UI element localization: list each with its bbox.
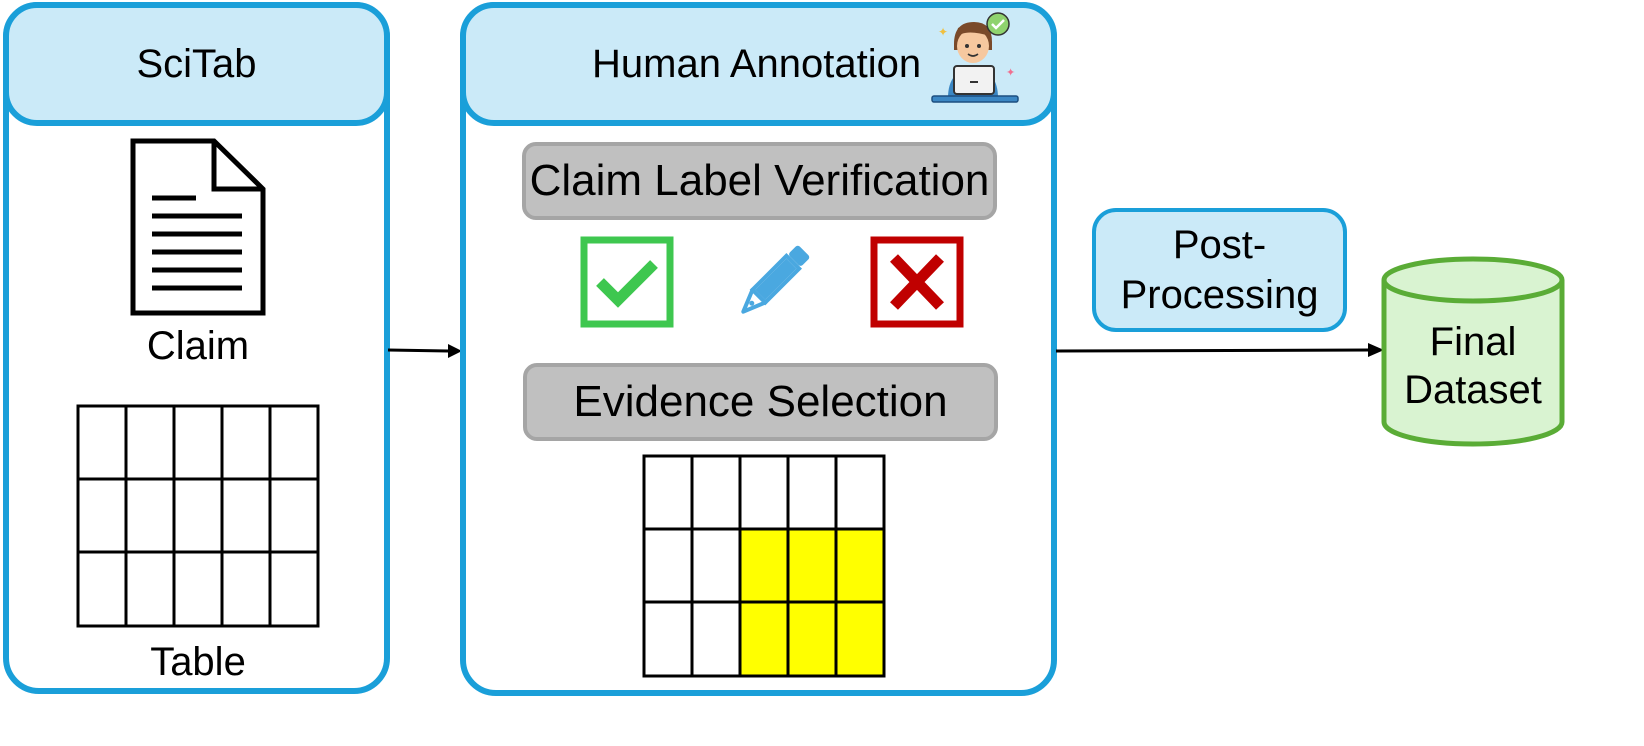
post-processing-line2: Processing [1120,273,1319,317]
final-dataset-label: Final Dataset [1384,316,1562,416]
document-icon [130,138,266,316]
final-dataset-database-icon [1381,256,1565,447]
annotation-title: Human Annotation [592,41,922,86]
table-label: Table [150,640,246,684]
table-grid-icon [76,404,320,628]
final-dataset-line2: Dataset [1404,368,1542,412]
arrow-scitab-to-annotation [387,344,462,358]
annotation-header: Human Annotation [460,2,1057,126]
claim-label-verification-box: Claim Label Verification [522,142,997,220]
cross-icon [870,236,964,328]
evidence-selection-text: Evidence Selection [573,377,948,426]
post-processing-line1: Post- [1172,223,1267,267]
annotator-person-icon: ✦ ✦ [931,12,1019,103]
evidence-table-grid-icon [642,454,886,678]
pencil-icon [741,245,810,314]
post-processing-box: Post- Processing [1092,208,1347,332]
evidence-selection-box: Evidence Selection [523,363,998,441]
scitab-header: SciTab [3,2,390,126]
final-dataset-line1: Final [1429,320,1517,364]
svg-text:✦: ✦ [938,25,948,39]
scitab-title: SciTab [136,41,257,86]
claim-label-verification-text: Claim Label Verification [529,156,990,205]
arrow-annotation-to-dataset [1055,343,1384,357]
svg-text:✦: ✦ [1006,66,1015,79]
claim-label: Claim [146,324,250,368]
check-icon [580,236,674,328]
